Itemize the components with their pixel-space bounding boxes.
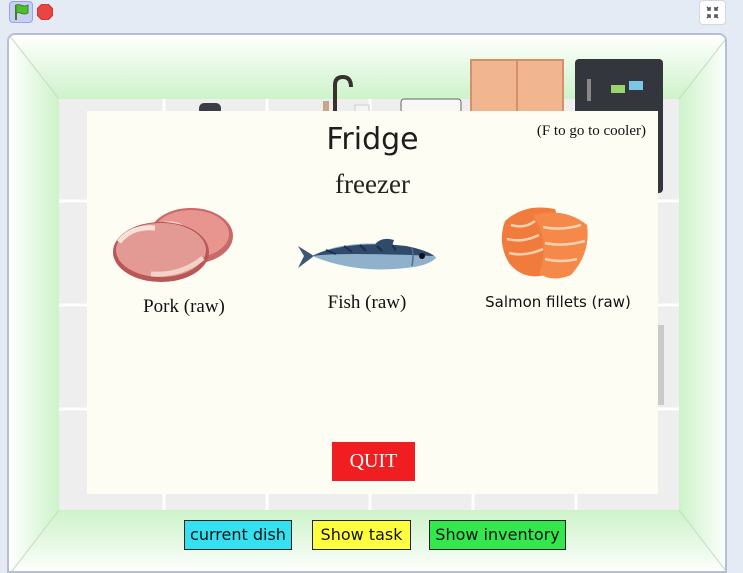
item-label: Fish (raw) [327, 292, 407, 313]
item-label: Pork (raw) [143, 296, 225, 317]
game-stage[interactable]: Fridge freezer (F to go to cooler) Pork … [7, 33, 727, 573]
exit-fullscreen-button[interactable] [699, 0, 726, 25]
panel-title: Fridge [326, 122, 419, 157]
raw-pork-icon [113, 208, 233, 282]
stop-sign-icon[interactable] [37, 4, 53, 20]
item-salmon[interactable]: Salmon fillets (raw) [473, 203, 643, 311]
switch-hint: (F to go to cooler) [536, 123, 646, 139]
exit-fullscreen-icon [706, 6, 719, 19]
current-dish-button[interactable]: current dish [184, 520, 292, 550]
show-task-button[interactable]: Show task [312, 520, 411, 550]
fridge-panel: Fridge freezer (F to go to cooler) Pork … [87, 111, 658, 494]
salmon-fillets-icon [501, 207, 588, 279]
raw-fish-icon [298, 238, 436, 270]
item-pork[interactable]: Pork (raw) [109, 206, 259, 318]
item-label: Salmon fillets (raw) [485, 293, 631, 311]
quit-button[interactable]: QUIT [332, 442, 415, 481]
item-fish[interactable]: Fish (raw) [293, 236, 441, 314]
section-name: freezer [335, 169, 410, 199]
green-flag-icon [15, 4, 29, 20]
show-inventory-button[interactable]: Show inventory [429, 520, 566, 550]
stage-header [0, 0, 743, 28]
green-flag-button[interactable] [9, 1, 33, 23]
